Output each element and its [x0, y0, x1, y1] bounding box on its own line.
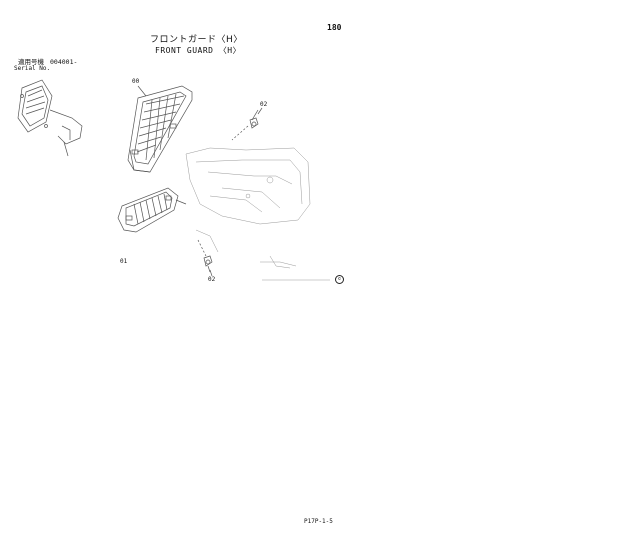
- lower-front-guard: [117, 187, 187, 233]
- page-number: 180: [327, 23, 342, 32]
- machine-body-outline: [185, 147, 330, 281]
- part-number-upper-guard: 00: [132, 78, 140, 85]
- part-number-lower-guard: 01: [120, 258, 128, 265]
- serial-label-english: Serial No.: [14, 65, 51, 72]
- part-number-upper-bolt: 02: [260, 101, 268, 108]
- serial-number-value: 004001-: [50, 58, 78, 66]
- overview-thumbnail: [17, 79, 83, 157]
- upper-bolt: [231, 109, 259, 141]
- lower-bolt: [197, 239, 213, 273]
- upper-front-guard: [127, 85, 193, 173]
- leader-line-02-upper: [257, 107, 263, 115]
- footer-page-code: P17P-1-5: [304, 518, 333, 525]
- part-number-lower-bolt: 02: [208, 276, 216, 283]
- copyright-mark: ©: [335, 275, 344, 284]
- leader-line-02-lower: [209, 269, 213, 277]
- serial-label-japanese: 適用号機: [18, 58, 44, 66]
- title-english: FRONT GUARD 〈H〉: [155, 46, 242, 55]
- leader-line-00: [137, 85, 147, 97]
- title-japanese: フロントガード〈H〉: [150, 35, 243, 45]
